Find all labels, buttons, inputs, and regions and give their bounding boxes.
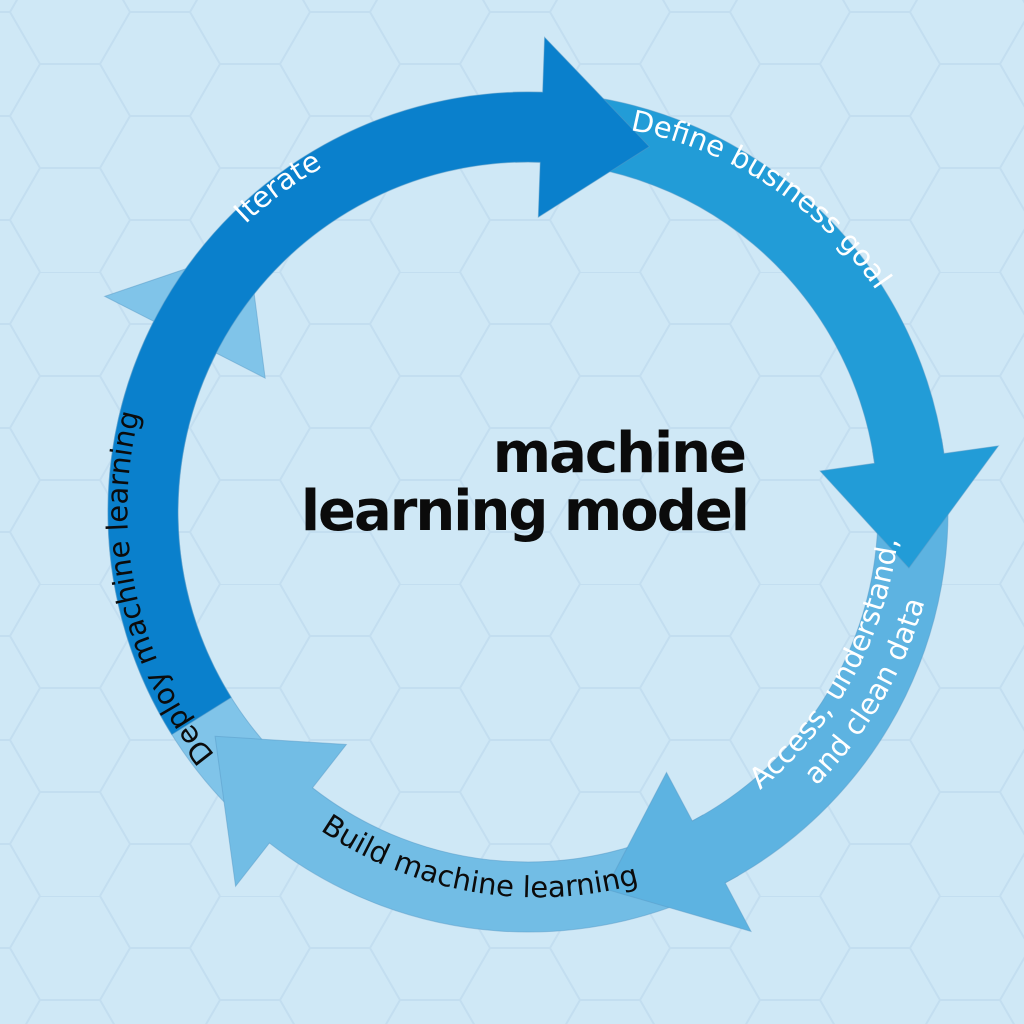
cycle-arrows (103, 36, 1000, 933)
center-title-line2: learning model (301, 479, 748, 544)
center-title-line1: machine (493, 421, 745, 486)
arrow-iterate (107, 36, 651, 736)
arrow-define-business-goal (512, 91, 1000, 569)
arrow-build-machine-learning (214, 735, 739, 933)
